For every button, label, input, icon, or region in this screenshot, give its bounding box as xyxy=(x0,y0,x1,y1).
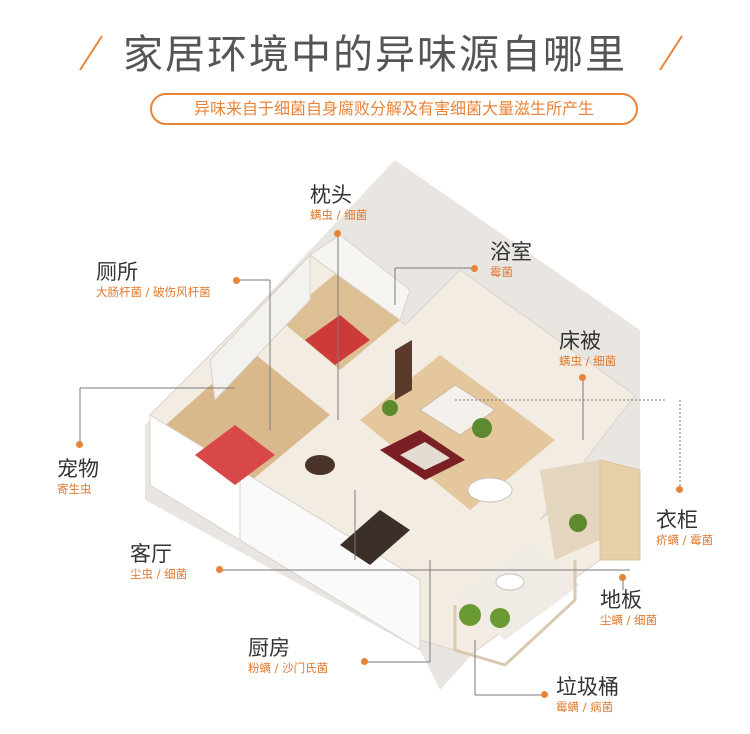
label-wardrobe-sub: 疥螨 / 霉菌 xyxy=(656,533,714,547)
balcony-railing xyxy=(453,560,577,667)
label-living-sub: 尘虫 / 细菌 xyxy=(130,567,188,581)
label-floor-name: 地板 xyxy=(600,588,642,612)
label-floor-sub: 尘螨 / 细菌 xyxy=(600,613,658,627)
dot-wardrobe xyxy=(676,486,683,493)
label-bedding-name: 床被 xyxy=(559,329,601,353)
coffee-table xyxy=(400,442,450,470)
label-floor: 地板 尘螨 / 细菌 xyxy=(600,588,657,628)
label-kitchen: 厨房 粉螨 / 沙门氏菌 xyxy=(248,636,328,676)
label-pillow-name: 枕头 xyxy=(310,183,352,207)
dot-pet xyxy=(76,441,83,448)
plant-2 xyxy=(569,514,587,532)
kitchen-counter xyxy=(340,510,410,565)
dining-table xyxy=(467,477,513,503)
dot-floor xyxy=(619,574,626,581)
label-toilet-name: 厕所 xyxy=(96,260,138,284)
label-kitchen-sub: 粉螨 / 沙门氏菌 xyxy=(248,661,329,675)
label-toilet: 厕所 大肠杆菌 / 破伤风杆菌 xyxy=(96,260,211,300)
label-toilet-sub: 大肠杆菌 / 破伤风杆菌 xyxy=(96,285,211,299)
door xyxy=(395,340,412,400)
dot-trash xyxy=(541,691,548,698)
subtitle-pill: 异味来自于细菌自身腐败分解及有害细菌大量滋生所产生 xyxy=(150,93,638,125)
dot-living xyxy=(216,566,223,573)
wall-back xyxy=(309,234,411,321)
label-bathroom: 浴室 霉菌 xyxy=(490,240,532,280)
label-pillow: 枕头 螨虫 / 细菌 xyxy=(310,183,367,223)
label-living-name: 客厅 xyxy=(130,542,172,566)
label-pet-name: 宠物 xyxy=(57,457,99,481)
label-living: 客厅 尘虫 / 细菌 xyxy=(130,542,187,582)
dot-bedding xyxy=(579,374,586,381)
leader-lines xyxy=(79,233,681,696)
wardrobe-wall xyxy=(599,459,641,561)
page-title: 家居环境中的异味源自哪里 xyxy=(123,32,627,78)
plant-4 xyxy=(490,608,510,628)
label-trash-name: 垃圾桶 xyxy=(556,675,619,699)
label-wardrobe: 衣柜 疥螨 / 霉菌 xyxy=(656,508,713,548)
dot-toilet xyxy=(233,277,240,284)
wardrobe-floor xyxy=(540,460,600,560)
balcony-table xyxy=(495,573,525,591)
round-table xyxy=(305,455,335,475)
plant-5 xyxy=(382,400,398,416)
dot-pillow xyxy=(334,230,341,237)
bed-red xyxy=(195,425,275,485)
right-slash xyxy=(659,35,683,71)
plant-3 xyxy=(459,604,481,626)
label-pet: 宠物 寄生虫 xyxy=(57,457,99,497)
title-slashes xyxy=(79,35,683,71)
label-bedding-sub: 螨虫 / 细菌 xyxy=(559,354,617,368)
dot-kitchen xyxy=(361,658,368,665)
label-bedding: 床被 螨虫 / 细菌 xyxy=(559,329,616,369)
wall-back-left xyxy=(209,253,311,402)
plant-1 xyxy=(472,418,492,438)
balcony-floor xyxy=(455,545,580,640)
label-trash-sub: 霉螨 / 病菌 xyxy=(556,700,614,714)
label-bathroom-name: 浴室 xyxy=(490,240,532,264)
title-row: 家居环境中的异味源自哪里 xyxy=(0,22,750,78)
dot-bathroom xyxy=(471,265,478,272)
label-trash: 垃圾桶 霉螨 / 病菌 xyxy=(556,675,619,715)
label-pillow-sub: 螨虫 / 细菌 xyxy=(310,208,368,222)
label-kitchen-name: 厨房 xyxy=(248,636,290,660)
left-slash xyxy=(79,35,103,71)
label-bathroom-sub: 霉菌 xyxy=(490,265,513,279)
label-pet-sub: 寄生虫 xyxy=(57,482,92,496)
label-wardrobe-name: 衣柜 xyxy=(656,508,698,532)
